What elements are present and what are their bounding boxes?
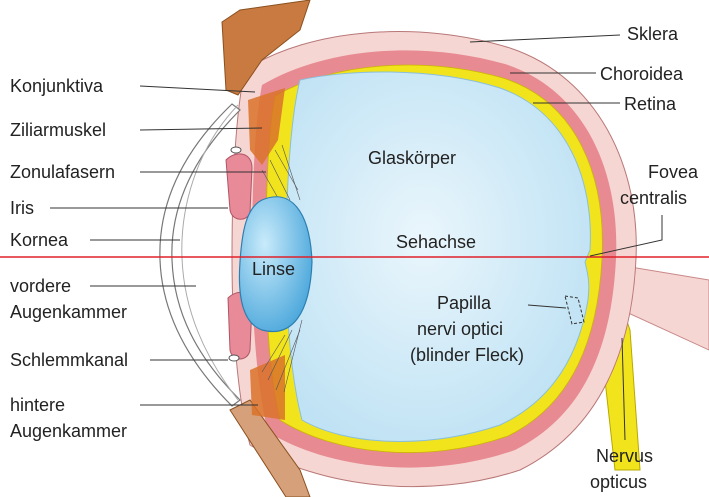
cornea-shape (160, 104, 240, 406)
label-papilla-line1: Papilla (437, 293, 492, 313)
label-linse: Linse (252, 259, 295, 279)
label-nervus-line1: Nervus (596, 446, 653, 466)
label-konjunktiva: Konjunktiva (10, 76, 104, 96)
label-ziliarmuskel: Ziliarmuskel (10, 120, 106, 140)
label-vordere-line1: vordere (10, 276, 71, 296)
label-retina: Retina (624, 94, 677, 114)
label-fovea-line1: Fovea (648, 162, 699, 182)
label-schlemmkanal: Schlemmkanal (10, 350, 128, 370)
label-papilla-line3: (blinder Fleck) (410, 345, 524, 365)
label-vordere-line2: Augenkammer (10, 302, 127, 322)
label-iris: Iris (10, 198, 34, 218)
label-fovea-line2: centralis (620, 188, 687, 208)
label-kornea: Kornea (10, 230, 69, 250)
label-glaskoerper: Glaskörper (368, 148, 456, 168)
label-nervus-line2: opticus (590, 472, 647, 492)
label-choroidea: Choroidea (600, 64, 684, 84)
label-sehachse: Sehachse (396, 232, 476, 252)
label-papilla-line2: nervi optici (417, 319, 503, 339)
iris-upper (226, 154, 252, 219)
label-zonulafasern: Zonulafasern (10, 162, 115, 182)
label-hintere-line1: hintere (10, 395, 65, 415)
label-hintere-line2: Augenkammer (10, 421, 127, 441)
schlemm-canal (229, 355, 239, 361)
schlemm-canal-upper (231, 147, 241, 153)
label-sklera: Sklera (627, 24, 679, 44)
